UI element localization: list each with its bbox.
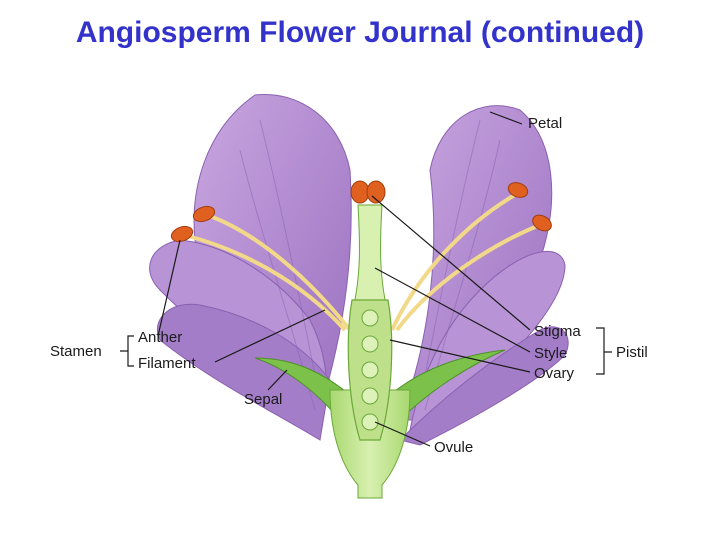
pistil <box>347 180 393 441</box>
ovule-4 <box>361 387 379 405</box>
ovule-2 <box>361 335 379 353</box>
slide-title: Angiosperm Flower Journal (continued) <box>75 16 645 49</box>
anther-3 <box>507 182 529 198</box>
label-petal: Petal <box>528 115 562 132</box>
leader-stigma <box>371 195 531 331</box>
sepal-right <box>389 349 506 421</box>
ovules <box>361 309 379 431</box>
leader-anther <box>157 239 181 337</box>
labels: Petal Stigma Style Ovary Pistil Stamen A… <box>50 115 648 456</box>
label-stamen: Stamen <box>50 343 102 360</box>
filaments <box>187 190 541 332</box>
sepal-left <box>254 357 351 421</box>
filament-4 <box>395 223 541 332</box>
anther-4 <box>532 214 552 232</box>
receptacle <box>329 389 411 499</box>
leader-ovule <box>374 421 431 447</box>
stigma-left <box>350 180 370 204</box>
label-filament: Filament <box>138 355 196 372</box>
label-stigma: Stigma <box>534 323 581 340</box>
leader-petal <box>489 111 523 125</box>
anthers <box>170 182 552 243</box>
brackets <box>120 327 612 375</box>
leader-style <box>374 267 531 353</box>
pistil-bracket <box>596 327 612 375</box>
stamen-bracket <box>120 335 134 367</box>
label-anther: Anther <box>138 329 182 346</box>
leader-ovary <box>389 339 531 373</box>
petal-veins <box>239 119 501 411</box>
label-style: Style <box>534 345 567 362</box>
filament-3 <box>390 190 521 331</box>
petal-left-low <box>156 303 331 441</box>
sepals <box>254 349 506 421</box>
leader-filament <box>214 309 326 363</box>
ovule-5 <box>361 413 379 431</box>
filament-1 <box>187 234 347 332</box>
anther-1 <box>170 225 194 243</box>
label-sepal: Sepal <box>244 391 282 408</box>
ovule-1 <box>361 309 379 327</box>
leader-lines <box>157 111 531 447</box>
label-ovule: Ovule <box>434 439 473 456</box>
anther-2 <box>192 205 216 223</box>
leader-sepal <box>267 369 288 391</box>
stigma-right <box>366 180 386 204</box>
filament-2 <box>209 214 352 332</box>
ovule-3 <box>361 361 379 379</box>
label-ovary: Ovary <box>534 365 575 382</box>
petal-right-low <box>399 326 569 446</box>
label-pistil: Pistil <box>616 344 648 361</box>
